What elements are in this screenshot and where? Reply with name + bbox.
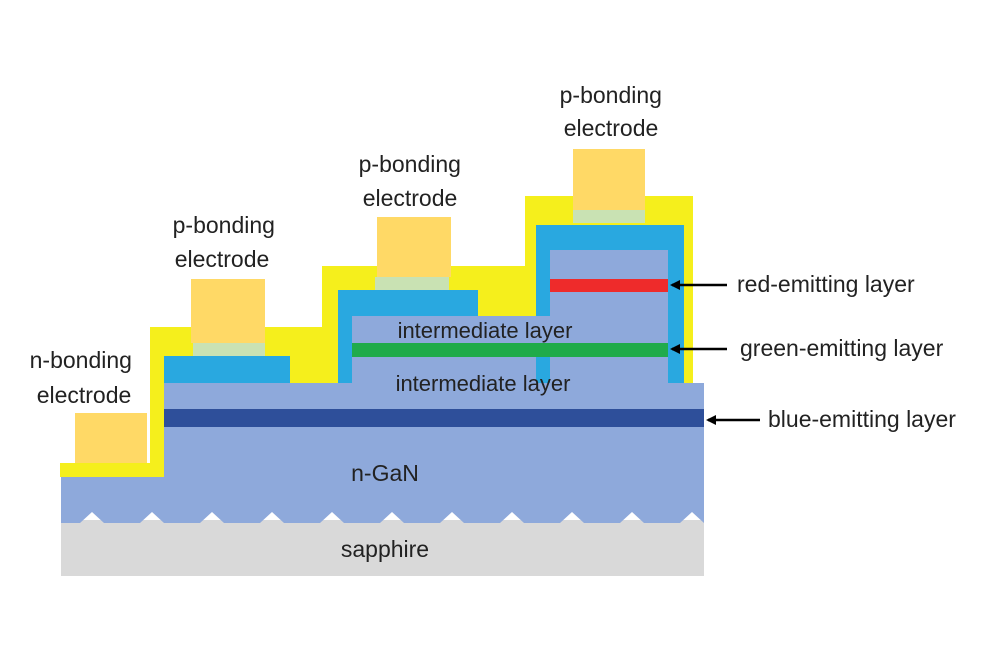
label-p-bonding-electrode-2: p-bonding electrode	[359, 151, 468, 211]
contact-pad-2	[375, 277, 449, 290]
passivation-wall-left	[150, 327, 164, 477]
label-green-emitting-layer: green-emitting layer	[740, 335, 944, 361]
blue-emitting-layer-bar	[164, 409, 704, 427]
label-p-bonding-electrode-1: p-bonding electrode	[173, 212, 282, 272]
label-red-emitting-layer: red-emitting layer	[737, 271, 915, 297]
p-bonding-electrode-pad-3	[573, 149, 645, 210]
cyan-layer-mesa1	[164, 356, 290, 383]
label-blue-emitting-layer: blue-emitting layer	[768, 406, 956, 432]
contact-pad-1	[193, 343, 265, 356]
p-bonding-electrode-pad-1	[191, 279, 265, 343]
label-n-bonding-electrode: n-bonding electrode	[30, 347, 139, 408]
passivation-ledge-n	[60, 463, 164, 477]
label-sapphire: sapphire	[341, 536, 429, 562]
label-p-bonding-electrode-3: p-bonding electrode	[560, 82, 669, 141]
red-emitting-layer-bar	[550, 279, 668, 292]
sapphire-substrate	[61, 520, 704, 576]
green-emitting-layer-bar	[352, 343, 668, 357]
label-intermediate-layer-lower: intermediate layer	[396, 371, 571, 396]
label-n-gan: n-GaN	[351, 460, 419, 486]
intermediate-layer-upper-block	[352, 316, 668, 344]
contact-pad-3	[573, 210, 645, 223]
n-bonding-electrode-pad	[75, 413, 147, 463]
p-bonding-electrode-pad-2	[377, 217, 451, 277]
label-intermediate-layer-upper: intermediate layer	[398, 318, 573, 343]
